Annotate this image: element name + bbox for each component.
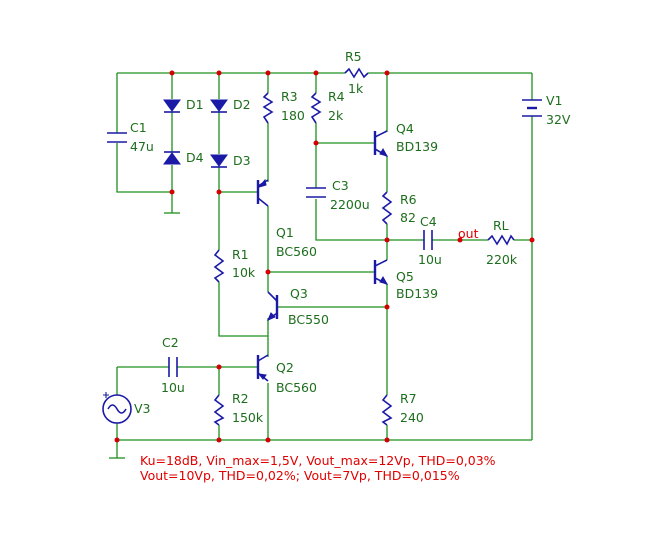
q2-value: BC560 [276,380,317,395]
transistor-q1 [256,178,269,207]
r4-ref: R4 [328,89,345,104]
c1-ref: C1 [130,120,147,135]
resistor-r4 [310,92,322,124]
q2-ref: Q2 [276,360,294,375]
r7-ref: R7 [400,391,417,406]
q4-ref: Q4 [396,121,414,136]
diode-d2 [210,99,228,113]
diode-d3 [210,154,228,168]
rl-value: 220k [486,252,518,267]
transistor-q3 [267,291,279,321]
transistor-q2 [256,354,269,382]
v1-ref: V1 [546,93,563,108]
ac-source-v3 [102,392,132,424]
resistor-r2 [213,394,225,426]
annotation-line-2: Vout=10Vp, THD=0,02%; Vout=7Vp, THD=0,01… [140,468,460,483]
diode-d1 [163,99,181,113]
capacitor-c3 [306,187,326,198]
d4-ref: D4 [186,150,204,165]
rl-ref: RL [493,218,509,233]
r6-value: 82 [400,210,416,225]
d3-ref: D3 [233,153,251,168]
q5-ref: Q5 [396,269,414,284]
resistor-r7 [381,394,393,426]
c4-value: 10u [418,252,442,267]
r5-ref: R5 [345,49,362,64]
resistor-r1 [213,249,225,283]
d1-ref: D1 [186,97,204,112]
q3-value: BC550 [288,312,329,327]
v3-ref: V3 [134,401,151,416]
d2-ref: D2 [233,97,251,112]
resistor-r3 [262,92,274,124]
resistor-r5 [344,67,369,79]
v1-value: 32V [546,112,571,127]
c2-ref: C2 [162,335,179,350]
r1-value: 10k [232,265,256,280]
battery-v1 [522,99,542,117]
c4-ref: C4 [420,214,437,229]
capacitor-c2 [168,357,178,377]
r1-ref: R1 [232,247,249,262]
resistor-rl [487,234,515,246]
r2-value: 150k [232,410,264,425]
diode-d4 [163,151,181,165]
transistor-q4 [373,130,389,157]
c2-value: 10u [161,380,185,395]
capacitor-c1 [107,132,127,143]
r4-value: 2k [328,108,344,123]
q3-ref: Q3 [290,286,308,301]
r6-ref: R6 [400,192,417,207]
r7-value: 240 [400,410,424,425]
annotation-line-1: Ku=18dB, Vin_max=1,5V, Vout_max=12Vp, TH… [140,453,496,468]
q1-ref: Q1 [276,225,294,240]
junction-dots [114,70,535,443]
c3-value: 2200u [330,197,370,212]
r2-ref: R2 [232,391,249,406]
transistor-q5 [373,259,389,285]
q4-value: BD139 [396,139,438,154]
r3-ref: R3 [281,89,298,104]
resistor-r6 [381,191,393,225]
wires [116,72,533,458]
c1-value: 47u [130,139,154,154]
r5-value: 1k [348,81,364,96]
q1-value: BC560 [276,244,317,259]
r3-value: 180 [281,108,305,123]
c3-ref: C3 [332,178,349,193]
net-label-out: out [458,226,479,241]
q5-value: BD139 [396,286,438,301]
capacitor-c4 [423,230,433,250]
